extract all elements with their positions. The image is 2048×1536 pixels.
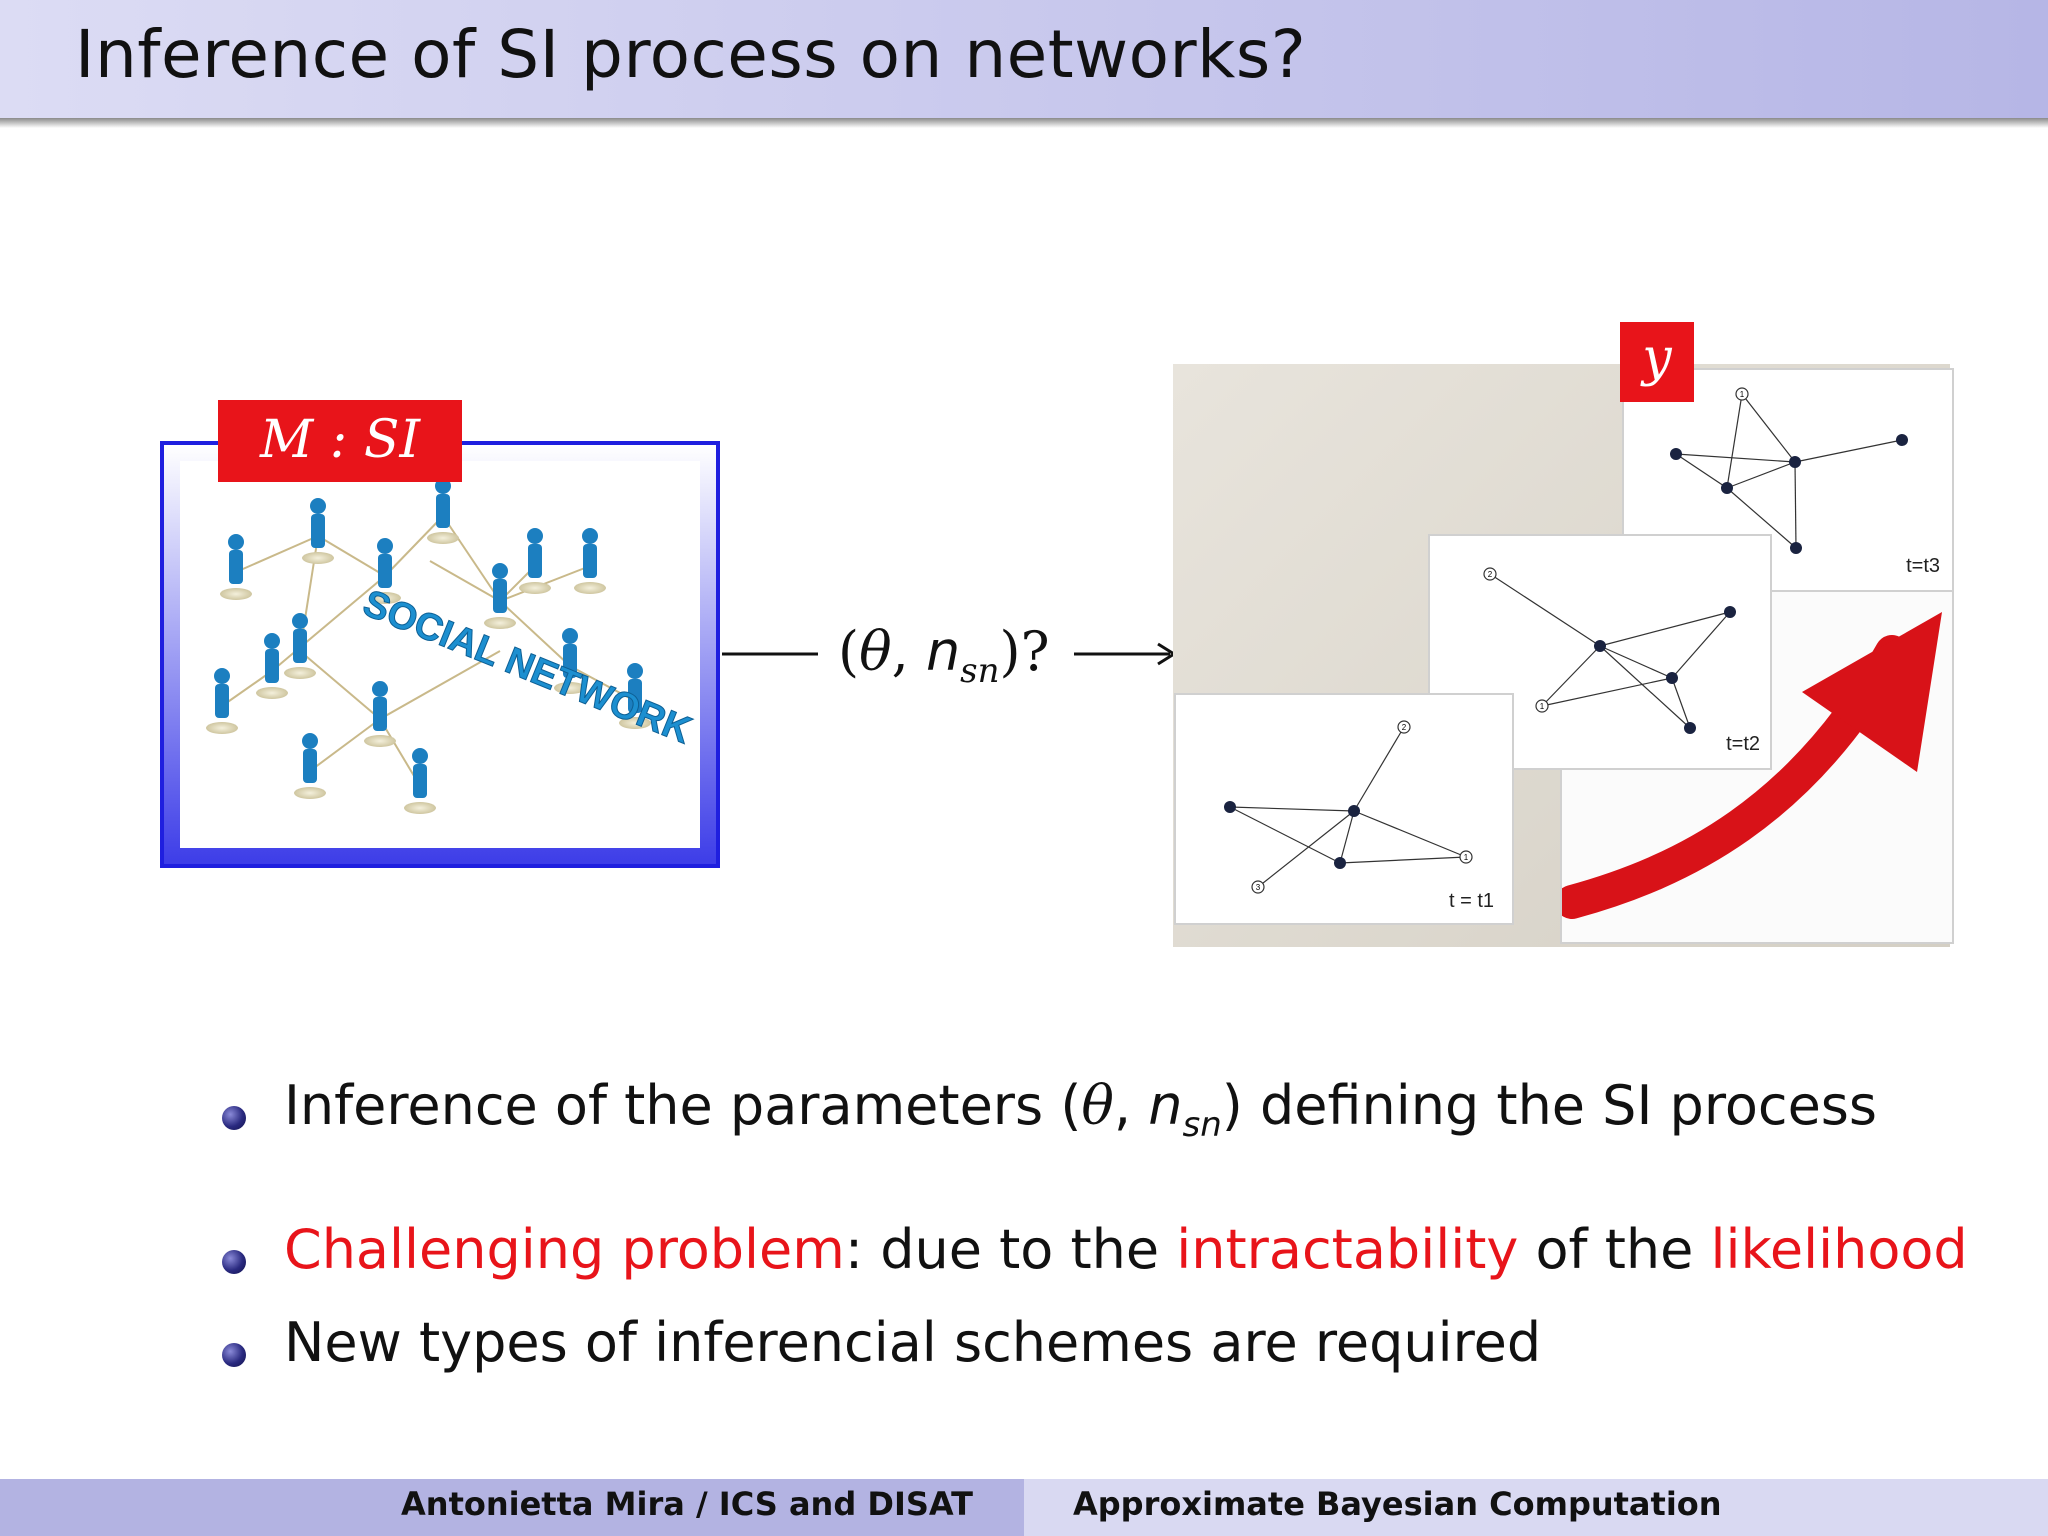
theta-symbol: θ <box>859 620 892 683</box>
network-graph-t2: 2 1 t=t2 <box>1483 567 1760 755</box>
line-to-params <box>722 652 818 656</box>
paren-open: ( <box>838 620 860 683</box>
n-symbol: n <box>925 620 961 683</box>
social-network-image: SOCIAL NETWORK <box>180 461 700 848</box>
bullet-text: New types of inferencial schemes are req… <box>284 1311 1542 1374</box>
parameter-label: (θ, nsn)? <box>838 620 1050 691</box>
social-network-illustration: SOCIAL NETWORK <box>206 478 698 814</box>
snapshot-t1: 2 1 3 t = t1 <box>1174 693 1514 925</box>
highlight-intractability: intractability <box>1176 1218 1519 1281</box>
node-label: 3 <box>1256 883 1261 892</box>
arrow-to-data <box>1074 642 1177 666</box>
person-icons <box>206 478 651 814</box>
bullet-text: Challenging problem: due to the intracta… <box>284 1218 1968 1281</box>
model-label: M : SI <box>218 400 462 482</box>
footer-author: Antonietta Mira / ICS and DISAT <box>401 1485 973 1523</box>
snapshot-time-label: t=t3 <box>1906 555 1940 577</box>
snapshot-time-label: t = t1 <box>1449 890 1494 912</box>
footer-talk-title: Approximate Bayesian Computation <box>1073 1485 1722 1523</box>
snapshot-t2: 2 1 t=t2 <box>1428 534 1772 770</box>
node-label: 2 <box>1402 723 1407 732</box>
node-label: 1 <box>1464 853 1469 862</box>
bullet-icon <box>222 1106 246 1130</box>
n-subscript: sn <box>1182 1104 1222 1145</box>
snapshot-time-label: t=t2 <box>1726 733 1760 755</box>
bullet-icon <box>222 1343 246 1367</box>
n-subscript: sn <box>960 650 1000 691</box>
network-graph-t3: 1 t=t3 <box>1670 387 1940 577</box>
n-symbol: n <box>1148 1074 1183 1137</box>
network-graph-t1: 2 1 3 t = t1 <box>1224 720 1494 912</box>
bullet-text: Inference of the parameters (θ, nsn) def… <box>284 1074 1878 1145</box>
bullet-icon <box>222 1250 246 1274</box>
footer-left-band <box>0 1479 1024 1536</box>
node-label: 2 <box>1488 570 1493 579</box>
paren-close: )? <box>999 620 1050 683</box>
social-network-banner: SOCIAL NETWORK <box>357 582 698 752</box>
highlight-likelihood: likelihood <box>1710 1218 1968 1281</box>
highlight-challenging-problem: Challenging problem <box>284 1218 845 1281</box>
title-bar <box>0 0 2048 118</box>
node-label: 1 <box>1740 390 1745 399</box>
red-growth-arrow <box>1555 612 1942 919</box>
slide-title: Inference of SI process on networks? <box>75 16 1307 93</box>
data-label-y: y <box>1620 322 1694 402</box>
comma: , <box>891 620 926 683</box>
title-shadow <box>0 118 2048 128</box>
footer-right-band <box>1024 1479 2048 1536</box>
theta-symbol: θ <box>1081 1074 1114 1137</box>
node-label: 1 <box>1540 702 1545 711</box>
